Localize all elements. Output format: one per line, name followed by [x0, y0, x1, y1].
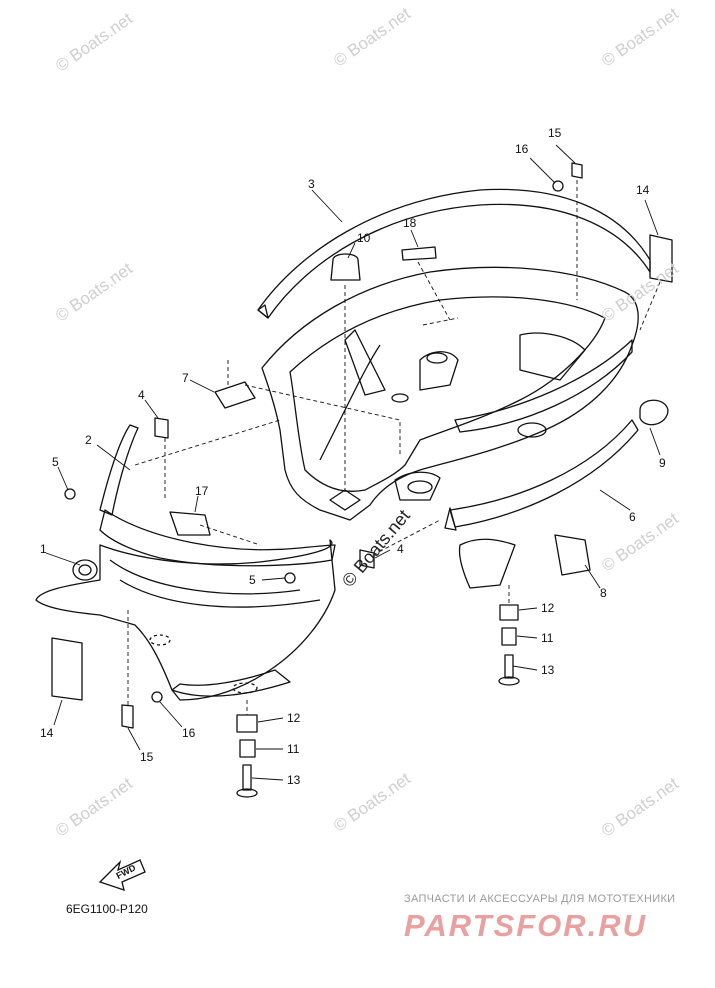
- part-8-grommet: [554, 534, 591, 576]
- upper-cowling-outline: [261, 266, 639, 521]
- part-12-damper-right: [499, 604, 519, 621]
- callout-5a: 5: [52, 455, 59, 469]
- callout-2: 2: [85, 433, 92, 447]
- part-4-clip-b: [359, 549, 375, 569]
- part-18-label: [401, 246, 437, 261]
- callout-12b: 12: [287, 711, 301, 725]
- callout-10: 10: [357, 231, 371, 245]
- part-6-strip: [449, 419, 639, 528]
- callout-4b: 4: [397, 542, 404, 556]
- callout-18: 18: [403, 216, 417, 230]
- part-16-screw-top: [552, 180, 564, 192]
- callout-14b: 14: [40, 726, 54, 740]
- part-13-bolt-bottom: [242, 764, 252, 791]
- callout-1: 1: [40, 542, 47, 556]
- callout-16a: 16: [515, 142, 529, 156]
- callout-3: 3: [308, 177, 315, 191]
- lower-cowling-outline: [35, 539, 336, 701]
- brand-logo: PARTSFOR.RU: [404, 908, 648, 943]
- part-7-grommet: [214, 381, 256, 409]
- diagram-code: 6EG1100-P120: [66, 902, 148, 916]
- callout-17: 17: [195, 484, 209, 498]
- upper-cowling-inner: [289, 296, 606, 492]
- callout-8: 8: [600, 586, 607, 600]
- callout-9: 9: [659, 456, 666, 470]
- callout-15a: 15: [548, 126, 562, 140]
- part-6-lower: [458, 538, 516, 589]
- part-9-grommet: [639, 399, 669, 426]
- part-5-screw-a: [64, 488, 76, 500]
- callout-6: 6: [629, 510, 636, 524]
- callout-11b: 11: [287, 742, 300, 756]
- callout-4a: 4: [138, 388, 145, 402]
- part-5-screw-b: [284, 572, 296, 584]
- callout-14a: 14: [636, 183, 650, 197]
- callout-15b: 15: [140, 750, 154, 764]
- callout-12a: 12: [541, 601, 555, 615]
- callout-13b: 13: [287, 773, 301, 787]
- callout-5b: 5: [249, 573, 256, 587]
- callout-13a: 13: [541, 663, 555, 677]
- part-10-plug: [330, 253, 361, 281]
- callout-11a: 11: [541, 631, 554, 645]
- part-17-pad: [169, 511, 211, 536]
- part-11-collar-bottom: [239, 739, 256, 758]
- brand-tagline: ЗАПЧАСТИ И АКСЕССУАРЫ ДЛЯ МОТОТЕХНИКИ: [404, 893, 676, 905]
- part-4-clip-a: [154, 417, 169, 439]
- callout-7: 7: [182, 371, 189, 385]
- part-14-bracket-bottom: [51, 637, 83, 701]
- part-13-bolt-right: [504, 654, 514, 679]
- part-15-clip-top: [571, 162, 583, 179]
- part-15-clip-bottom: [121, 704, 134, 729]
- callout-16b: 16: [182, 726, 196, 740]
- part-16-screw-bottom: [151, 691, 163, 703]
- part-14-bracket-top: [649, 234, 673, 283]
- part-12-damper-bottom: [236, 714, 258, 733]
- part-11-collar-right: [501, 627, 517, 646]
- fwd-arrow-icon: FWD: [98, 859, 146, 891]
- part-2-strip: [99, 424, 139, 516]
